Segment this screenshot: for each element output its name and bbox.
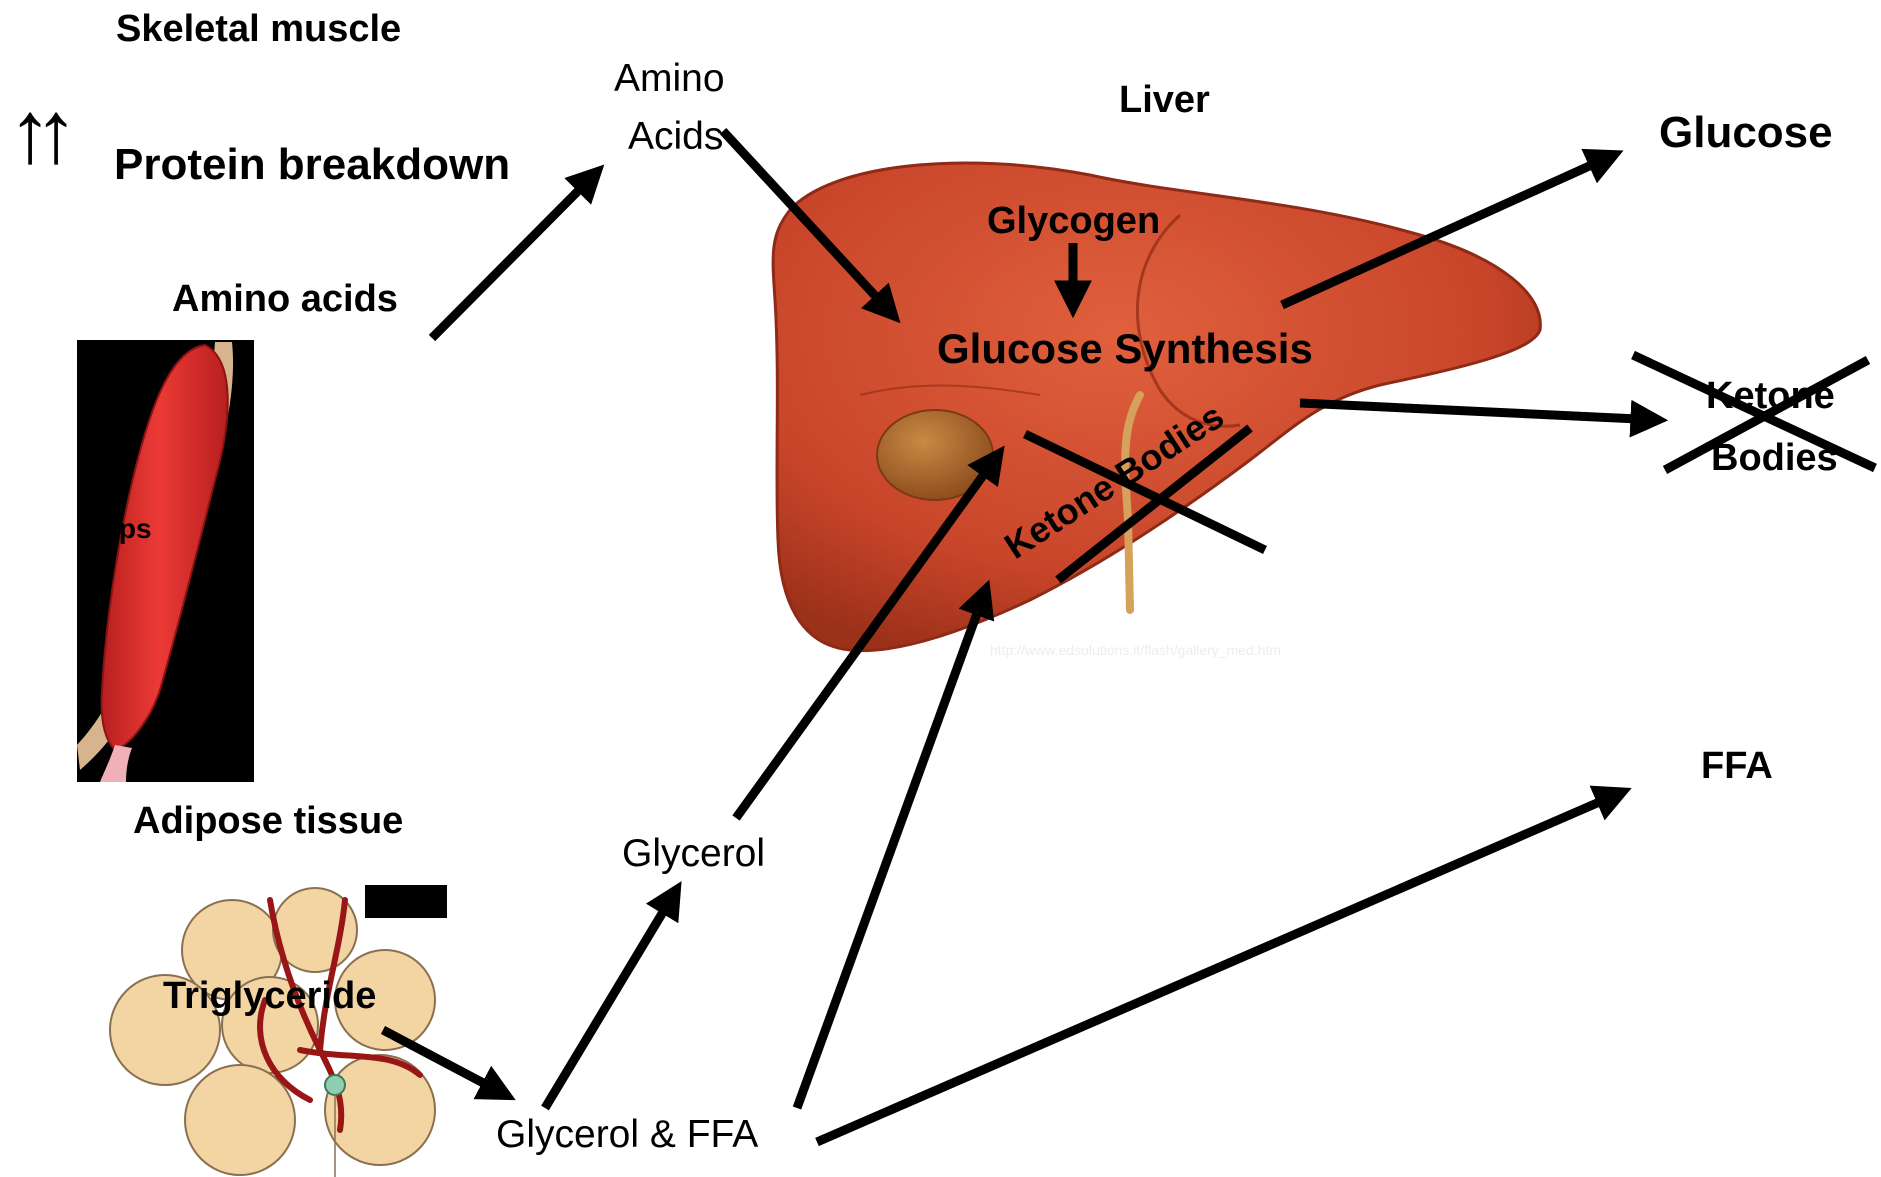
amino-acids-output-label: Amino acids xyxy=(172,278,398,322)
liver-title: Liver xyxy=(1119,79,1210,123)
vessel-node xyxy=(325,1075,345,1095)
triglyceride-label: Triglyceride xyxy=(163,975,376,1019)
glucose-output-label: Glucose xyxy=(1659,108,1833,159)
ketone-output-line-2: Bodies xyxy=(1711,437,1838,481)
arrow-glycerol-ffa-to-liver xyxy=(797,608,979,1108)
arrow-liver-to-ketone-bodies xyxy=(1300,403,1638,419)
liver-amino-input-line-1: Amino xyxy=(614,57,725,102)
increase-arrows-icon: ↑↑ xyxy=(8,88,60,176)
arrow-glycerol-ffa-to-ffa xyxy=(817,800,1604,1142)
ffa-output-label: FFA xyxy=(1701,745,1773,789)
adipose-illustration xyxy=(110,885,447,1177)
glycerol-label: Glycerol xyxy=(622,832,765,877)
ketone-output-line-1: Ketone xyxy=(1706,375,1835,419)
arrow-muscle-to-amino-acids xyxy=(432,186,583,338)
fat-cell xyxy=(185,1065,295,1175)
glycerol-ffa-label: Glycerol & FFA xyxy=(496,1113,758,1158)
glucose-synthesis-label: Glucose Synthesis xyxy=(937,325,1313,373)
muscle-image-caption: iceps xyxy=(80,513,152,544)
muscle-illustration: iceps xyxy=(77,340,254,782)
glycogen-label: Glycogen xyxy=(987,200,1160,244)
liver-amino-input-line-2: Acids xyxy=(628,115,723,160)
skeletal-muscle-title: Skeletal muscle xyxy=(116,8,401,52)
protein-breakdown-label: Protein breakdown xyxy=(114,140,510,191)
arrow-glycerol-ffa-to-glycerol xyxy=(545,907,666,1108)
liver-image-watermark: http://www.edsolutions.it/flash/gallery_… xyxy=(990,642,1281,658)
adipose-tissue-title: Adipose tissue xyxy=(133,800,403,844)
adipose-image-label-block xyxy=(365,885,447,918)
